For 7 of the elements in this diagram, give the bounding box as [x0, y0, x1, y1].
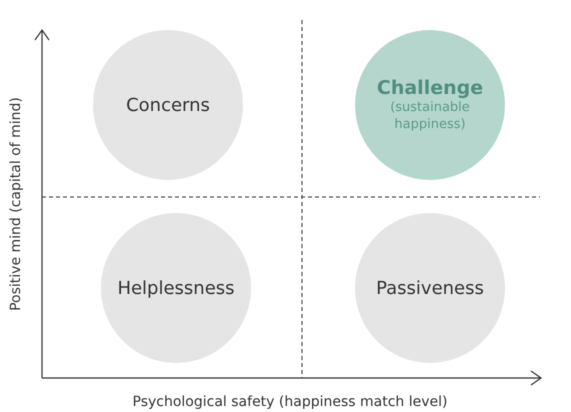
quadrant-label: Helplessness	[117, 278, 235, 298]
axis-title: Psychological safety (happiness match level)	[132, 394, 448, 410]
quadrant-label: Concerns	[126, 94, 210, 116]
quadrant-label: Passiveness	[376, 278, 484, 298]
quadrant-label: Challenge	[376, 77, 484, 99]
quadrant-sublabel: (sustainable happiness)	[389, 99, 471, 133]
axis-title: Positive mind (capital of mind)	[8, 97, 24, 311]
